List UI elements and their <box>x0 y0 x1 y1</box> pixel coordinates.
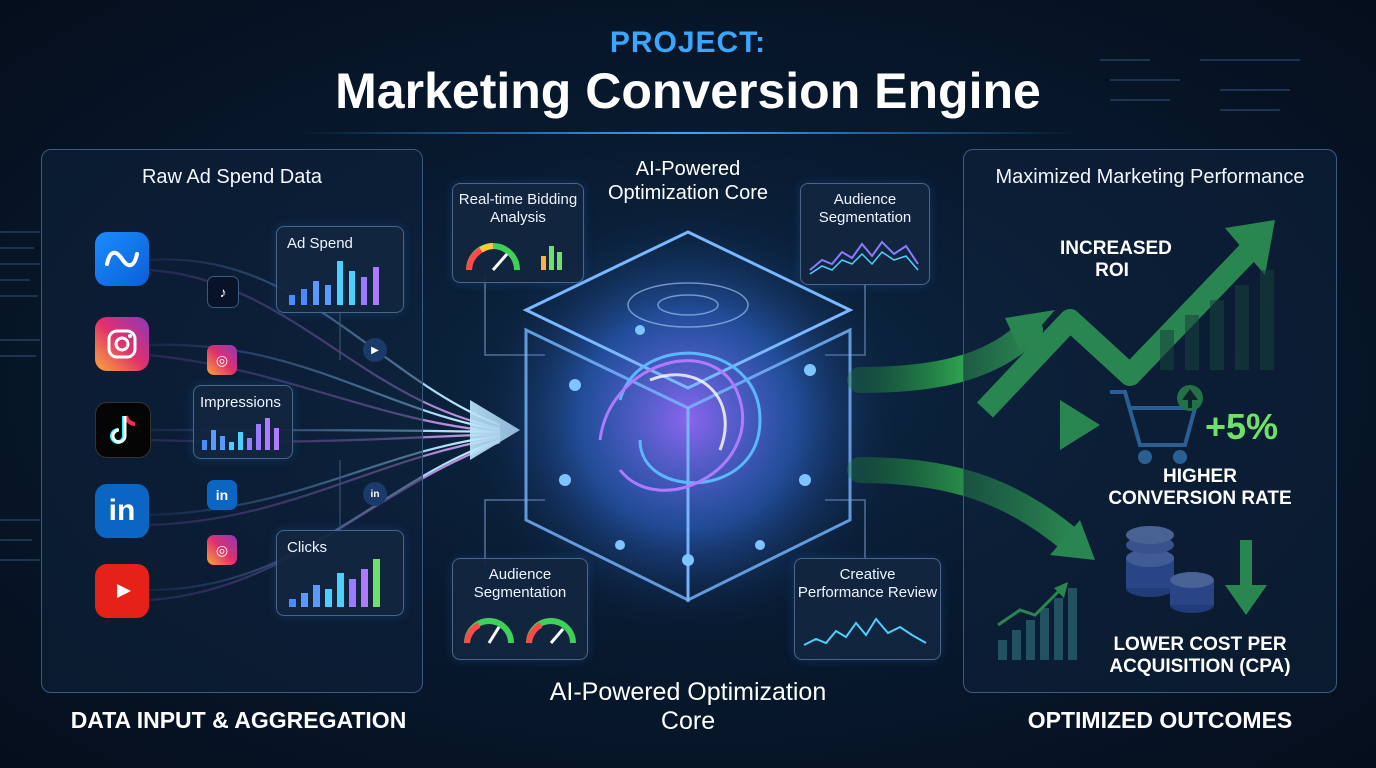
instagram-mini-icon: ◎ <box>207 345 237 375</box>
tiktok-mini-icon: ♪ <box>207 276 239 308</box>
linkedin-mini-icon: in <box>207 480 237 510</box>
core-title-top: AI-Powered Optimization Core <box>607 158 769 204</box>
impressions-label: Impressions <box>200 394 281 411</box>
creative-line <box>803 617 927 646</box>
page-title: Marketing Conversion Engine <box>335 63 1041 119</box>
tiktok-icon <box>95 402 151 458</box>
gauge-icon <box>466 243 562 271</box>
right-section-label: OPTIMIZED OUTCOMES <box>1027 707 1293 733</box>
title-kicker: PROJECT: <box>609 26 767 59</box>
meta-icon <box>95 232 149 286</box>
impressions-bars <box>202 418 279 450</box>
roi-label: INCREASED ROI <box>1060 238 1172 281</box>
ad-spend-bars <box>289 261 379 305</box>
left-section-label: DATA INPUT & AGGREGATION <box>70 707 407 733</box>
bidding-label: Real-time Bidding Analysis <box>458 191 578 226</box>
youtube-mini-icon: ▶ <box>363 338 387 362</box>
right-panel-title: Maximized Marketing Performance <box>995 166 1305 188</box>
audience-bottom-label: Audience Segmentation <box>473 566 567 601</box>
ad-spend-card: Ad Spend <box>276 226 404 313</box>
clicks-label: Clicks <box>287 539 327 556</box>
title-divider <box>300 132 1076 134</box>
linkedin-mini-icon: in <box>363 482 387 506</box>
creative-label: Creative Performance Review <box>797 566 938 601</box>
instagram-mini-icon: ◎ <box>207 535 237 565</box>
linkedin-icon: in <box>95 484 149 538</box>
instagram-icon <box>95 317 149 371</box>
clicks-card: Clicks <box>276 530 404 616</box>
creative-card: Creative Performance Review <box>794 558 941 660</box>
bidding-card: Real-time Bidding Analysis <box>452 183 584 283</box>
left-panel-title: Raw Ad Spend Data <box>141 166 323 188</box>
clicks-bars <box>289 559 380 607</box>
cpa-label: LOWER COST PER ACQUISITION (CPA) <box>1109 634 1291 677</box>
right-panel: Maximized Marketing Performance <box>963 149 1337 693</box>
audience-card-top: Audience Segmentation <box>800 183 930 285</box>
impressions-card: Impressions <box>193 385 293 459</box>
audience-card-bottom: Audience Segmentation <box>452 558 588 660</box>
audience-top-label: Audience Segmentation <box>818 191 912 226</box>
conversion-delta: +5% <box>1205 406 1279 447</box>
core-title-bottom: AI-Powered Optimization Core <box>549 678 827 735</box>
conversion-label: HIGHER CONVERSION RATE <box>1108 466 1292 509</box>
audience-top-line <box>809 240 919 275</box>
youtube-icon <box>95 564 149 618</box>
ad-spend-label: Ad Spend <box>287 235 353 252</box>
gauge-pair-icon <box>464 618 576 644</box>
